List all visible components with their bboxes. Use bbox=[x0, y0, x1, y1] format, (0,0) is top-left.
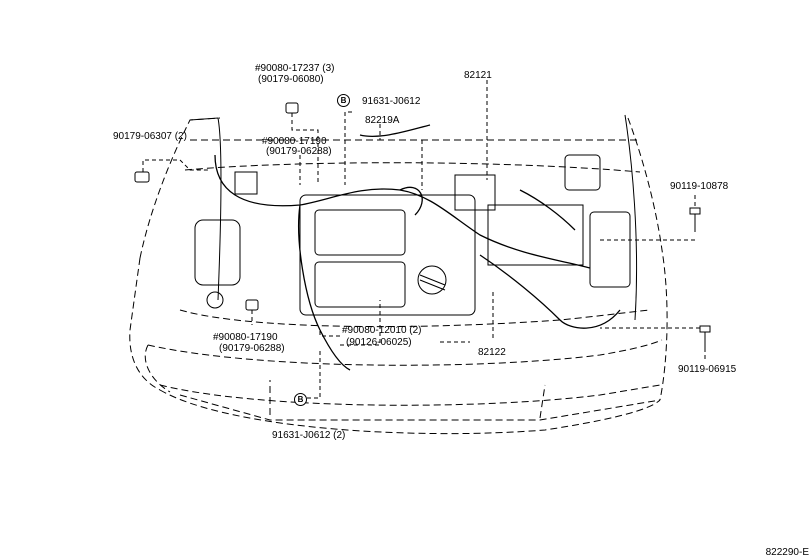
figure-id: 822290-E bbox=[765, 547, 809, 558]
label-part-91631-j0612[interactable]: 91631-J0612 bbox=[362, 96, 421, 107]
label-part-90179-06080[interactable]: (90179-06080) bbox=[258, 74, 324, 85]
car-body-outline bbox=[129, 117, 668, 435]
label-part-90080-17190-lower[interactable]: #90080-17190 bbox=[213, 332, 278, 343]
label-part-90179-06288-upper[interactable]: (90179-06288) bbox=[266, 146, 332, 157]
connector-badge-b-bottom: B bbox=[294, 393, 307, 406]
label-part-90179-06288-lower[interactable]: (90179-06288) bbox=[219, 343, 285, 354]
label-part-82219a[interactable]: 82219A bbox=[365, 115, 400, 126]
bolt-90119-06915 bbox=[699, 325, 711, 352]
label-part-82121[interactable]: 82121 bbox=[464, 70, 492, 81]
label-part-90080-17237[interactable]: #90080-17237 (3) bbox=[255, 63, 335, 74]
label-part-90119-06915[interactable]: 90119-06915 bbox=[678, 364, 737, 375]
label-part-90179-06307[interactable]: 90179-06307 (2) bbox=[113, 131, 187, 142]
connector-badge-b-top: B bbox=[337, 94, 350, 107]
label-part-90080-12010[interactable]: #90080-12010 (2) bbox=[342, 325, 422, 336]
hood-edges bbox=[189, 114, 638, 321]
label-part-90126-06025[interactable]: (90126-06025) bbox=[346, 337, 412, 348]
bolt-90119-10878 bbox=[689, 207, 701, 232]
clamp-90080-17190-lower bbox=[245, 299, 259, 311]
label-part-90080-17190-upper[interactable]: #90080-17190 bbox=[262, 136, 327, 147]
label-part-90119-10878[interactable]: 90119-10878 bbox=[670, 181, 729, 192]
label-part-82122[interactable]: 82122 bbox=[478, 347, 506, 358]
label-part-91631-j0612-2[interactable]: 91631-J0612 (2) bbox=[272, 430, 346, 441]
clip-90179-06307 bbox=[134, 171, 150, 183]
clamp-90080-17237 bbox=[285, 102, 299, 114]
wire-harness bbox=[214, 124, 621, 371]
engine-block bbox=[194, 154, 631, 316]
leader-lines bbox=[142, 80, 706, 399]
